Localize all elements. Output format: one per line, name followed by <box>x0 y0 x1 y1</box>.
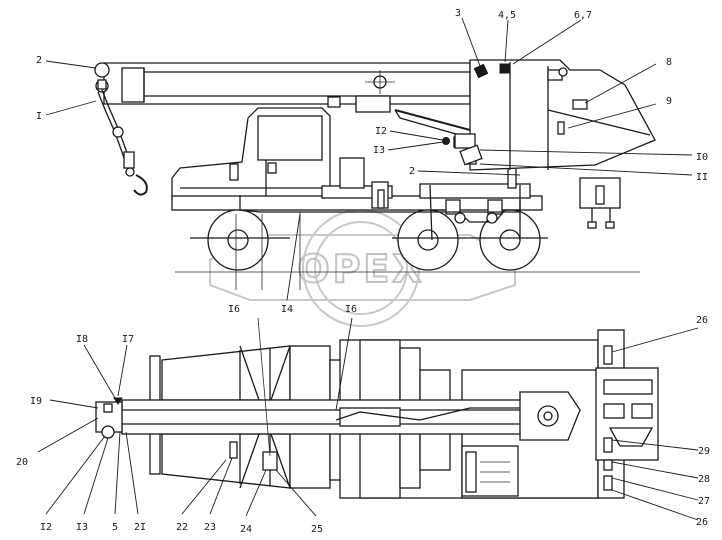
callout-label-13: I3 <box>373 145 385 156</box>
callout-label-11: II <box>696 172 708 183</box>
callout-label-2-lower: 2 <box>409 166 415 177</box>
callout-label-21: 2I <box>134 522 146 533</box>
callout-labels: I 2 3 4,5 6,7 8 9 I0 II I2 I3 2 I4 I6 I6… <box>16 8 710 535</box>
callout-label-12-plan: I2 <box>40 522 52 533</box>
callout-label-13-plan: I3 <box>76 522 88 533</box>
callout-label-4-5: 4,5 <box>498 10 516 21</box>
callout-label-14: I4 <box>281 304 293 315</box>
callout-label-27: 27 <box>698 496 710 507</box>
boom <box>103 62 471 113</box>
crane-plan-view <box>95 317 659 499</box>
crane-side-view <box>94 59 656 290</box>
callout-label-3: 3 <box>455 8 461 19</box>
callout-label-2: 2 <box>36 55 42 66</box>
callout-label-20: 20 <box>16 457 28 468</box>
rear-outriggers <box>579 177 621 229</box>
callout-label-12: I2 <box>375 126 387 137</box>
callout-label-29: 29 <box>698 446 710 457</box>
wiring-harness-side <box>235 195 521 290</box>
callout-label-17: I7 <box>122 334 134 345</box>
callout-label-23: 23 <box>204 522 216 533</box>
callout-label-8: 8 <box>666 57 672 68</box>
wheels <box>190 209 548 271</box>
truck-cab <box>171 107 331 201</box>
leader-lines <box>37 17 699 521</box>
callout-label-16-left: I6 <box>228 304 240 315</box>
callout-label-1: I <box>36 111 42 122</box>
callout-label-26-top: 26 <box>696 315 708 326</box>
callout-label-22: 22 <box>176 522 188 533</box>
callout-label-9: 9 <box>666 96 672 107</box>
callout-label-5-plan: 5 <box>112 522 118 533</box>
callout-label-16-right: I6 <box>345 304 357 315</box>
callout-label-26-bottom: 26 <box>696 517 708 528</box>
callout-label-24: 24 <box>240 524 252 535</box>
callout-label-10: I0 <box>696 152 708 163</box>
callout-label-6-7: 6,7 <box>574 10 592 21</box>
luffing-cylinder <box>394 109 476 149</box>
rear-axle-components <box>429 184 521 241</box>
callout-label-25: 25 <box>311 524 323 535</box>
callout-label-28: 28 <box>698 474 710 485</box>
callout-label-19: I9 <box>30 396 42 407</box>
callout-label-18: I8 <box>76 334 88 345</box>
